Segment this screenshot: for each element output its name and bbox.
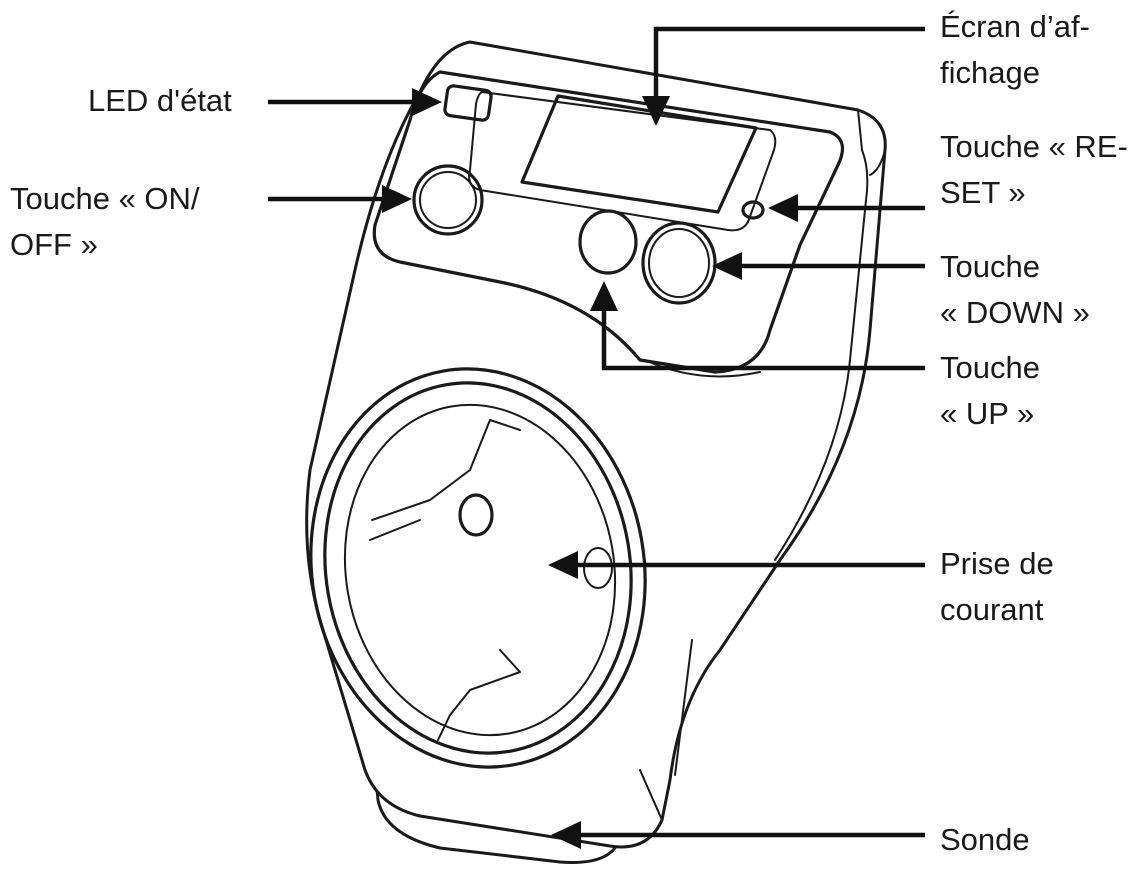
- label-display-screen: Écran d’af- fichage: [940, 9, 1090, 90]
- label-reset-button: Touche « RE- SET »: [940, 129, 1128, 210]
- label-down-button: Touche « DOWN »: [940, 249, 1090, 330]
- label-probe: Sonde: [940, 822, 1030, 857]
- housing: [305, 40, 887, 849]
- power-socket: [309, 367, 647, 769]
- callout-arrows: [268, 26, 925, 849]
- label-status-led: LED d'état: [88, 83, 232, 118]
- label-power-socket: Prise de courant: [940, 546, 1054, 627]
- label-up-button: Touche « UP »: [940, 350, 1040, 431]
- label-on-off-button: Touche « ON/ OFF »: [10, 181, 200, 262]
- control-panel: [372, 70, 845, 378]
